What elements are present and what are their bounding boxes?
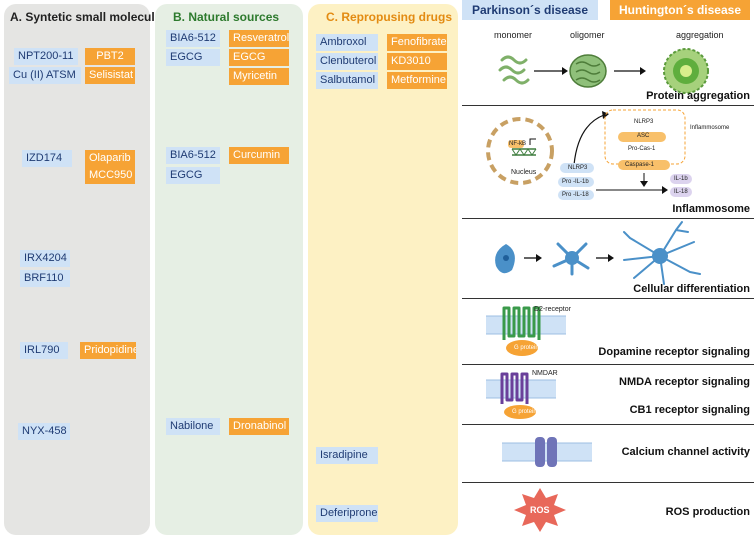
panel-title: ROS production bbox=[665, 506, 750, 518]
d2-receptor-illustration bbox=[486, 306, 566, 356]
ros-burst-icon bbox=[514, 488, 566, 532]
drug-tag-pd: IZD174 bbox=[22, 150, 72, 167]
drug-tag-pd: Clenbuterol bbox=[316, 53, 378, 70]
drug-tag-hd: Metformine bbox=[387, 72, 447, 89]
drug-tag-pd: IRX4204 bbox=[20, 250, 70, 267]
panel-ros: ROS ROS production bbox=[462, 482, 754, 534]
gprotein-label: G protein bbox=[512, 409, 537, 415]
column-synthetic: A. Syntetic small molecules bbox=[4, 4, 168, 535]
drug-tag-pd: IRL790 bbox=[20, 342, 68, 359]
drug-tag-hd: KD3010 bbox=[387, 53, 447, 70]
panel-title: Calcium channel activity bbox=[621, 446, 750, 458]
panel-title-nmda: NMDA receptor signaling bbox=[619, 376, 750, 388]
proil1b-label: Pro -IL-1b bbox=[562, 179, 589, 185]
nmdar-illustration bbox=[486, 372, 556, 419]
monomer-label: monomer bbox=[494, 30, 533, 40]
panel-title: Protein aggregation bbox=[646, 90, 750, 102]
panel-title: Dopamine receptor signaling bbox=[598, 346, 750, 358]
nlrp3-inflammasome-label: NLRP3 bbox=[634, 119, 654, 125]
inflammasome-box-label: Inflammosome bbox=[690, 125, 730, 131]
drug-tag-pd: EGCG bbox=[166, 167, 220, 184]
drug-tag-pd: Nabilone bbox=[166, 418, 220, 435]
panel-nmda-cb1: NMDAR G protein NMDA receptor signaling … bbox=[462, 364, 754, 425]
drug-tag-hd: PBT2 bbox=[85, 48, 135, 65]
drug-tag-pd: Ambroxol bbox=[316, 34, 378, 51]
cell-differentiation-illustration bbox=[495, 221, 701, 285]
panel-cellular-differentiation: Cellular differentiation bbox=[462, 218, 754, 299]
caspase-label: Caspase-1 bbox=[625, 162, 655, 168]
ros-label: ROS bbox=[530, 505, 550, 515]
proil18-label: Pro -IL-18 bbox=[562, 192, 589, 198]
drug-tag-pd: BIA6-512 bbox=[166, 30, 220, 47]
legend-parkinsons: Parkinson´s disease bbox=[462, 0, 598, 20]
drug-tag-hd: MCC950 bbox=[85, 167, 135, 184]
drug-tag-pd: Isradipine bbox=[316, 447, 378, 464]
nmdar-label: NMDAR bbox=[532, 370, 558, 377]
inflammasome-illustration bbox=[486, 109, 692, 200]
column-repurposing: C. Repropusing drugs bbox=[308, 4, 458, 535]
drug-tag-hd: Myricetin bbox=[229, 68, 289, 85]
drug-tag-hd: Resveratrol bbox=[229, 30, 289, 47]
nucleus-label: Nucleus bbox=[511, 169, 537, 176]
drug-tag-pd: Salbutamol bbox=[316, 72, 378, 89]
drug-tag-pd: BRF110 bbox=[20, 270, 70, 287]
panel-inflammasome: NF-kB Nucleus NLRP3 ASC Pro-Cas-1 Inflam… bbox=[462, 105, 754, 219]
legend-huntingtons: Huntington´s disease bbox=[610, 0, 750, 20]
drug-tag-hd: Dronabinol bbox=[229, 418, 289, 435]
drug-tag-hd: Olaparib bbox=[85, 150, 135, 167]
procas-label: Pro-Cas-1 bbox=[628, 146, 656, 152]
drug-tag-pd: NPT200-11 bbox=[14, 48, 78, 65]
column-c-title: C. Repropusing drugs bbox=[326, 10, 452, 24]
column-a-title: A. Syntetic small molecules bbox=[10, 10, 169, 24]
drug-tag-hd: EGCG bbox=[229, 49, 289, 66]
drug-tag-hd: Fenofibrate bbox=[387, 34, 447, 51]
drug-tag-hd: Pridopidine bbox=[80, 342, 136, 359]
panel-title-cb1: CB1 receptor signaling bbox=[629, 404, 750, 416]
panel-title: Inflammosome bbox=[672, 203, 750, 215]
gprotein-label: G protein bbox=[514, 345, 539, 351]
nlrp3-label: NLRP3 bbox=[568, 165, 588, 171]
oligomer-label: oligomer bbox=[570, 30, 605, 40]
panel-protein-aggregation: monomer oligomer aggregation Protein agg… bbox=[462, 24, 754, 106]
drug-tag-pd: Cu (II) ATSM bbox=[9, 67, 81, 84]
column-b-title: B. Natural sources bbox=[173, 10, 280, 24]
il1b-label: IL-1b bbox=[674, 176, 688, 182]
drug-tag-pd: BIA6-512 bbox=[166, 147, 220, 164]
nfkb-label: NF-kB bbox=[509, 141, 526, 147]
aggregation-label: aggregation bbox=[676, 30, 724, 40]
drug-tag-pd: Deferiprone bbox=[316, 505, 378, 522]
calcium-channel-illustration bbox=[502, 437, 592, 467]
drug-tag-hd: Selisistat bbox=[85, 67, 135, 84]
d2-receptor-label: D2-receptor bbox=[534, 306, 571, 313]
il18-label: IL-18 bbox=[674, 189, 688, 195]
drug-tag-hd: Curcumin bbox=[229, 147, 289, 164]
panel-title: Cellular differentiation bbox=[633, 283, 750, 295]
drug-tag-pd: EGCG bbox=[166, 49, 220, 66]
panel-dopamine-receptor: D2-receptor G protein Dopamine receptor … bbox=[462, 298, 754, 365]
drug-tag-pd: NYX-458 bbox=[18, 423, 70, 440]
column-natural: B. Natural sources bbox=[155, 4, 303, 535]
protein-aggregation-illustration bbox=[498, 48, 709, 94]
asc-label: ASC bbox=[637, 133, 650, 139]
panel-calcium-channel: Calcium channel activity bbox=[462, 424, 754, 483]
